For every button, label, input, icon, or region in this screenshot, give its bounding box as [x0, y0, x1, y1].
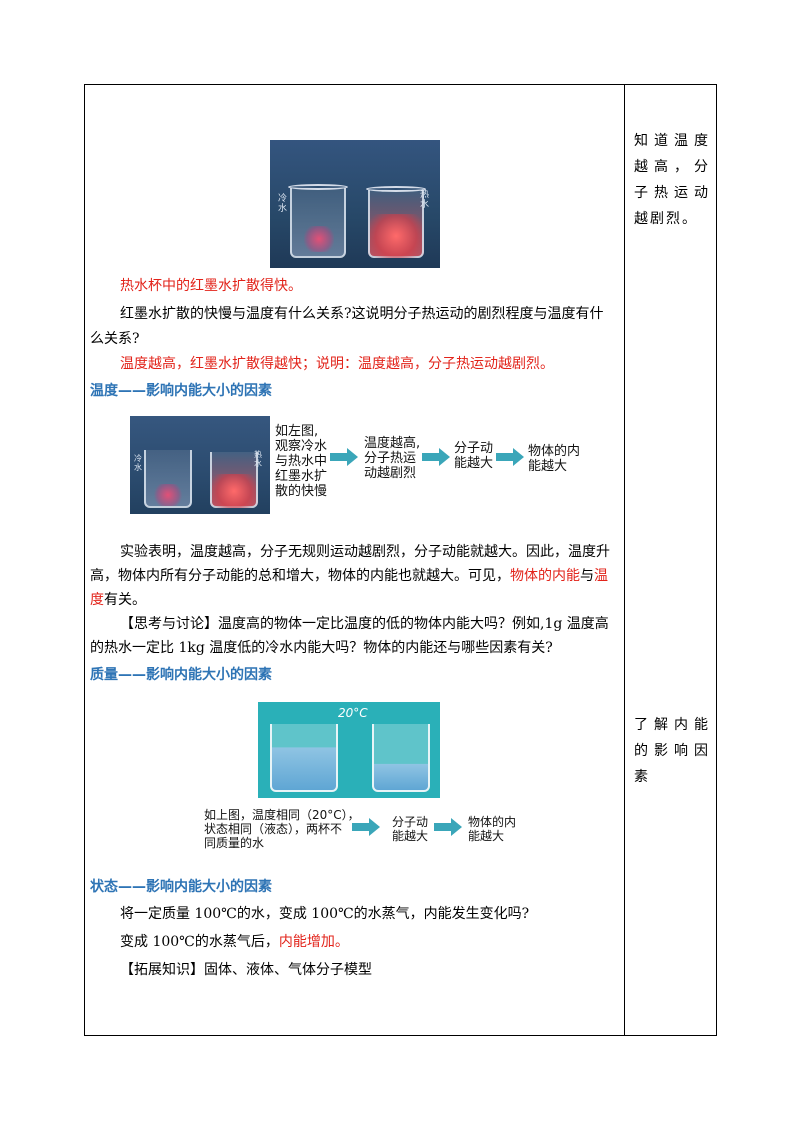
discussion-text: 【思考与讨论】温度高的物体一定比温度的低的物体内能大吗？例如,1g 温度高: [120, 616, 609, 632]
heading-mass: 质量——影响内能大小的因素: [90, 667, 272, 683]
flow1-arrow-1: [330, 448, 358, 466]
temperature-label: 20°C: [338, 706, 368, 720]
flow2-arrow-2: [434, 818, 462, 836]
question-text: 红墨水扩散的快慢与温度有什么关系?这说明分子热运动的剧烈程度与温度有什: [120, 306, 604, 322]
flow1-step3: 分子动能越大: [454, 441, 494, 471]
experiment-text: 实验表明，温度越高，分子无规则运动越剧烈，分子动能就越大。因此，温度升: [120, 544, 610, 560]
flow1-arrow-3: [496, 448, 524, 466]
cold-water-label: 冷水: [278, 194, 288, 214]
flow1-step1: 如左图,观察冷水与热水中红墨水扩散的快慢: [275, 424, 328, 499]
side-note-factors: 了解内能的影响因素: [634, 717, 710, 785]
hot-water-label-small: 热水: [254, 450, 262, 468]
side-note-temperature: 知道温度越高，分子热运动越剧烈。: [634, 133, 710, 227]
water-mass-figure: 20°C: [258, 702, 440, 798]
flow1-step2: 温度越高,分子热运动越剧烈: [364, 436, 421, 481]
answer-text: 温度越高，红墨水扩散得越快；说明：温度越高，分子热运动越剧烈。: [120, 356, 554, 372]
state-answer: 变成 100℃的水蒸气后，内能增加。: [120, 934, 349, 950]
flow2-arrow-1: [352, 818, 380, 836]
question-text-cont: 么关系?: [90, 331, 140, 347]
column-divider: [624, 84, 625, 1036]
flow2-step1: 如上图，温度相同（20°C），状态相同（液态），两杯不同质量的水: [204, 808, 360, 850]
heading-state: 状态——影响内能大小的因素: [90, 879, 272, 895]
experiment-text-cont: 高，物体内所有分子动能的总和增大，物体的内能也就越大。可见，物体的内能与温: [90, 568, 608, 584]
flow1-arrow-2: [422, 448, 450, 466]
extension-knowledge: 【拓展知识】固体、液体、气体分子模型: [120, 962, 372, 978]
state-question: 将一定质量 100℃的水，变成 100℃的水蒸气，内能发生变化吗?: [120, 906, 530, 922]
beaker-photo-small: 冷水 热水: [130, 416, 270, 514]
heading-temperature: 温度——影响内能大小的因素: [90, 383, 272, 399]
cold-water-label-small: 冷水: [134, 454, 142, 472]
experiment-text-end: 度有关。: [90, 592, 146, 608]
flow2-step2: 分子动能越大: [392, 815, 429, 843]
table-frame: [84, 84, 717, 1036]
observation-text: 热水杯中的红墨水扩散得快。: [120, 278, 302, 294]
flow1-step4: 物体的内能越大: [528, 444, 581, 474]
discussion-text-cont: 的热水一定比 1kg 温度低的冷水内能大吗？物体的内能还与哪些因素有关?: [90, 640, 553, 656]
beaker-photo: 冷水 热水: [270, 140, 440, 268]
hot-water-label: 热水: [420, 190, 430, 210]
flow2-step3: 物体的内能越大: [468, 815, 517, 843]
